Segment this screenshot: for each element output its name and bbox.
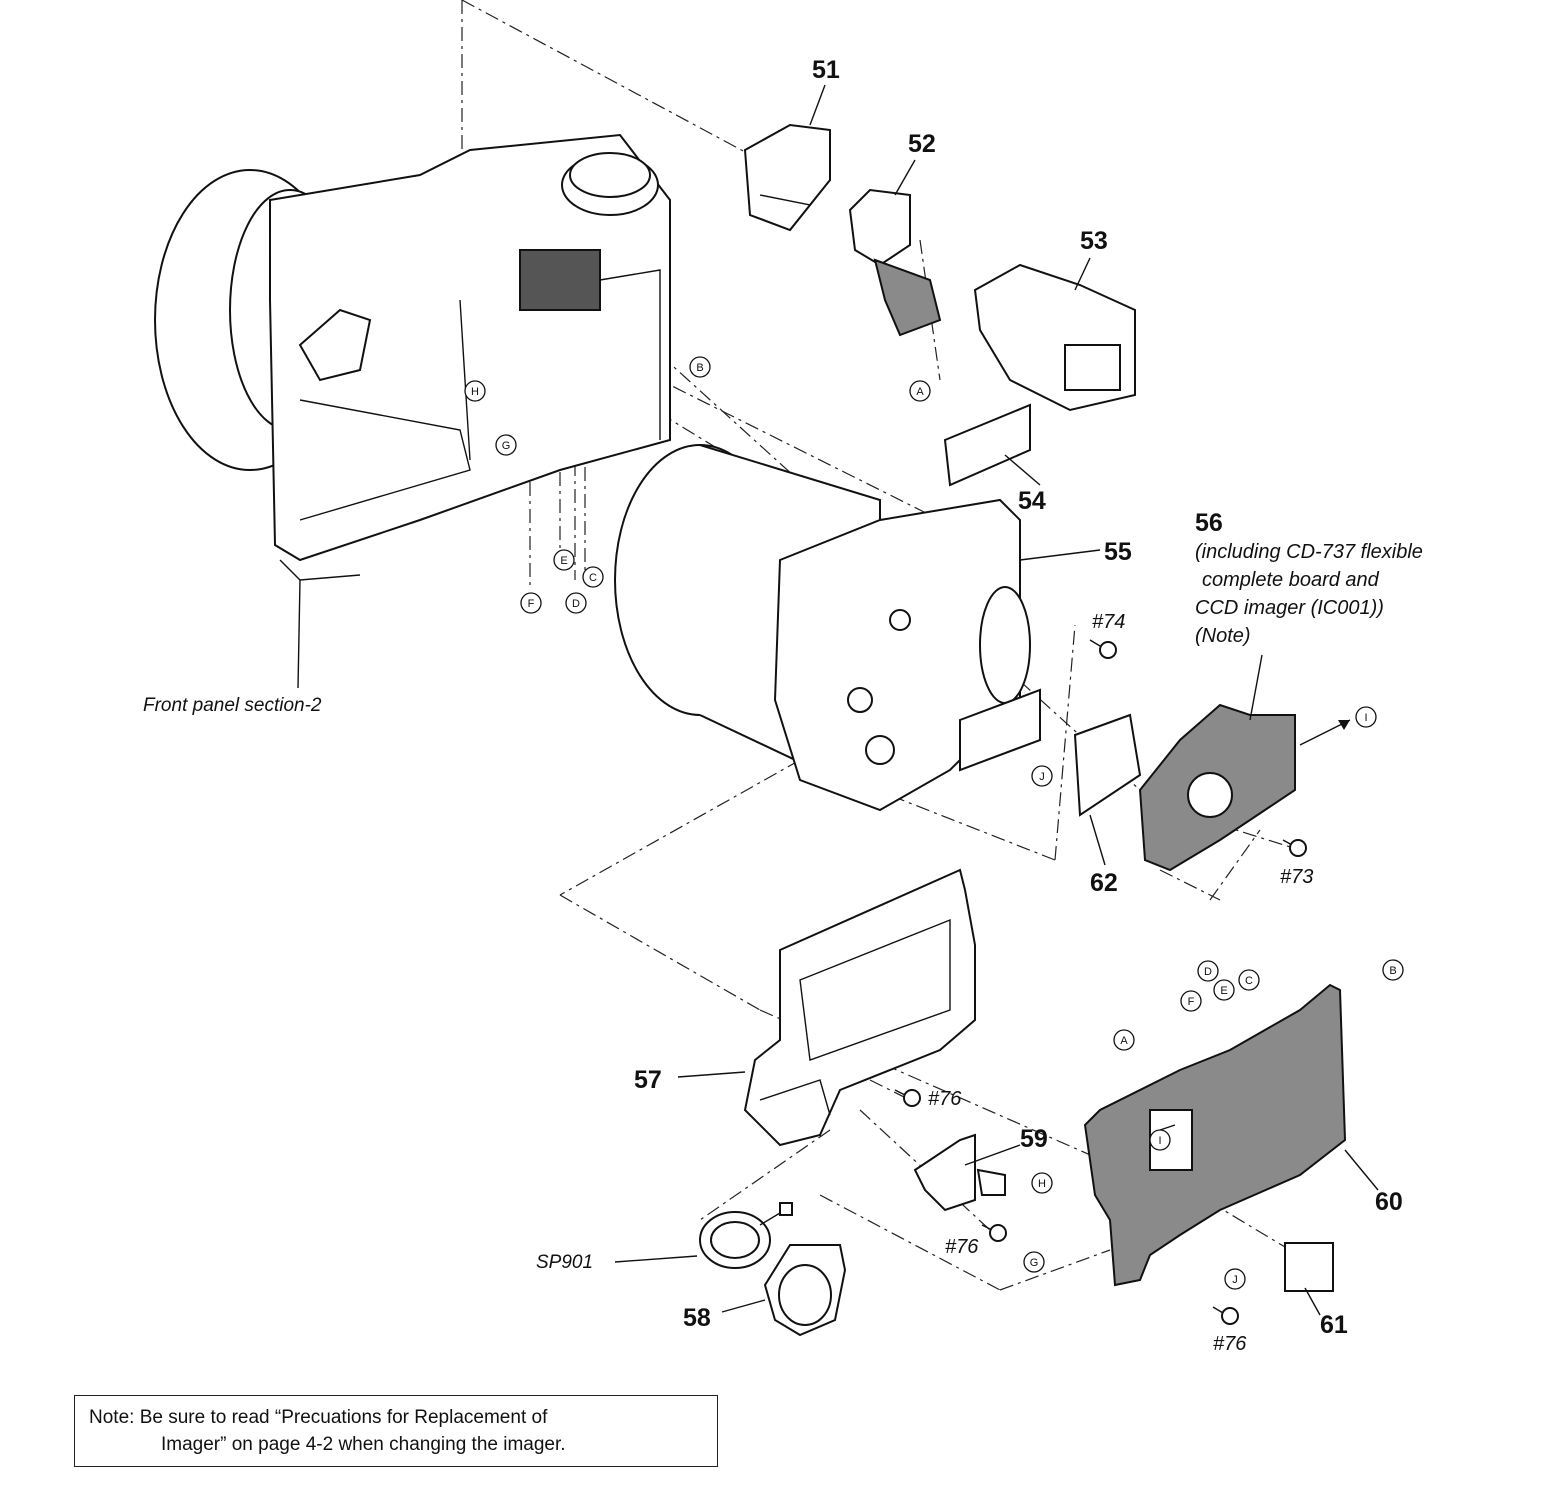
part-52-viewfinder-flex [848,188,942,337]
svg-text:A: A [1120,1035,1128,1047]
sp901-speaker [614,1202,793,1269]
part-56-ccd-board [1138,654,1351,872]
connector-marker-e1: E [553,549,575,571]
part-58-speaker-holder [721,1244,847,1337]
label-part-57: 57 [634,1066,662,1094]
label-part-62: 62 [1090,869,1118,897]
part-59-bracket [913,1133,1021,1212]
label-part-54: 54 [1018,487,1046,515]
connector-marker-j2: J [1224,1268,1246,1290]
label-screw-76-a: #76 [928,1088,962,1110]
svg-text:B: B [696,362,703,374]
label-part-53: 53 [1080,227,1108,255]
svg-text:B: B [1389,965,1396,977]
svg-text:D: D [1204,966,1212,978]
svg-text:G: G [502,440,511,452]
svg-text:E: E [560,555,567,567]
svg-text:C: C [1245,975,1253,987]
svg-text:E: E [1220,985,1227,997]
connector-marker-a1: A [909,380,931,402]
replacement-note-box: Note: Be sure to read “Precuations for R… [74,1395,718,1467]
connector-marker-b1: B [689,356,711,378]
connector-marker-h2: H [1031,1172,1053,1194]
label-part-56-desc-2: complete board and [1202,569,1380,591]
screw-76-59 [981,1224,1007,1242]
label-part-56: 56 [1195,509,1223,537]
connector-marker-g1: G [495,434,517,456]
note-line-1: Note: Be sure to read “Precuations for R… [89,1407,548,1428]
svg-text:J: J [1232,1274,1238,1286]
connector-marker-d2: D [1197,960,1219,982]
connector-marker-c1: C [582,566,604,588]
label-screw-76-b: #76 [945,1236,979,1258]
label-part-56-desc-3: CCD imager (IC001)) [1195,597,1384,619]
connector-marker-e2: E [1213,979,1235,1001]
svg-text:I: I [1364,712,1367,724]
label-part-56-desc-4: (Note) [1195,625,1251,647]
screw-74 [1089,639,1117,659]
note-line-2: Imager” on page 4-2 when changing the im… [161,1434,566,1455]
label-part-59: 59 [1020,1125,1048,1153]
part-62-sheet [1073,713,1142,866]
part-60-main-board [1083,983,1379,1287]
label-sp901: SP901 [536,1252,593,1273]
label-part-60: 60 [1375,1188,1403,1216]
svg-text:I: I [1158,1135,1161,1147]
connector-marker-g2: G [1023,1251,1045,1273]
connector-marker-a2: A [1113,1029,1135,1051]
label-part-55: 55 [1104,538,1132,566]
screws [894,639,1307,1325]
part-53-housing [973,263,1136,412]
svg-text:C: C [589,572,597,584]
descriptive-labels: Front panel section-2 SP901 (including C… [143,541,1423,1273]
part-55-lens-block [614,444,1101,812]
svg-text:H: H [471,386,479,398]
svg-text:A: A [916,386,924,398]
label-screw-76-c: #76 [1213,1333,1247,1355]
part-51-bracket [743,123,831,232]
connector-markers: A B H G E C F D I J D B C E F A I H G J [464,356,1404,1290]
screw-76-57 [894,1089,921,1107]
connector-marker-j1: J [1031,765,1053,787]
svg-text:G: G [1030,1257,1039,1269]
connector-marker-i1: I [1355,706,1377,728]
label-part-56-desc-1: (including CD-737 flexible [1195,541,1423,563]
label-front-panel-section: Front panel section-2 [143,695,322,716]
label-part-61: 61 [1320,1311,1348,1339]
svg-text:D: D [572,598,580,610]
screw-73 [1282,839,1307,857]
part-54-sheet [943,403,1041,487]
svg-text:F: F [1188,996,1195,1008]
connector-marker-f2: F [1180,990,1202,1012]
label-part-52: 52 [908,130,936,158]
connector-marker-d1: D [565,592,587,614]
label-screw-74: #74 [1092,611,1125,633]
connector-marker-c2: C [1238,969,1260,991]
front-panel-section-body [154,133,671,581]
connector-marker-f1: F [520,592,542,614]
svg-text:J: J [1039,771,1045,783]
screw-76-60 [1212,1306,1239,1325]
part-number-labels: 51 52 53 54 55 56 62 57 59 60 58 61 [634,56,1403,1339]
screw-labels: #74 #73 #76 #76 #76 [928,611,1313,1355]
connector-marker-i2: I [1149,1129,1171,1151]
connector-marker-b2: B [1382,959,1404,981]
label-part-51: 51 [812,56,840,84]
part-61-sheet [1284,1242,1334,1316]
label-part-58: 58 [683,1304,711,1332]
part-57-frame [677,868,976,1147]
label-screw-73: #73 [1280,866,1313,888]
svg-text:F: F [528,598,535,610]
label-leader-lines [297,84,1176,1131]
connector-marker-h1: H [464,380,486,402]
svg-text:H: H [1038,1178,1046,1190]
